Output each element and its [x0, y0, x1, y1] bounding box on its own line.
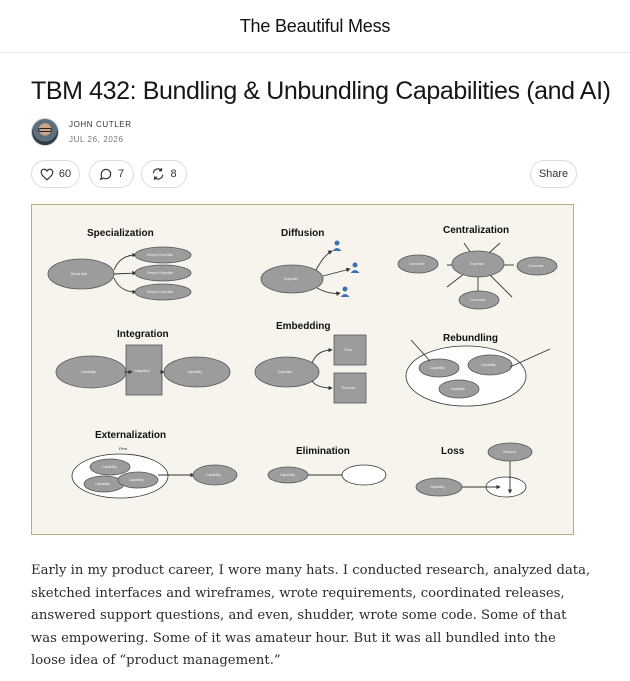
restack-icon: [153, 168, 164, 180]
embedding-title: Embedding: [276, 321, 330, 332]
diffusion-expertise-label: Expertise: [284, 277, 298, 281]
centralization-title: Centralization: [443, 225, 509, 236]
publication-name[interactable]: The Beautiful Mess: [239, 15, 391, 36]
external-capability-label: Capability: [206, 473, 221, 477]
restack-count: 8: [170, 168, 177, 180]
deeper-expertise-node-2: [134, 264, 192, 282]
comment-button[interactable]: 7: [89, 160, 134, 188]
central-expertise-node: [451, 250, 505, 278]
rebundling-capability-1: [418, 358, 460, 378]
embedding-tools-label: Tools: [344, 348, 352, 352]
externalization-title: Externalization: [95, 430, 166, 441]
post-actions: 60 7 8 Share: [31, 160, 577, 188]
deeper-expertise-node-3: [134, 283, 192, 301]
person-icon-3: [340, 286, 350, 297]
rebundling-title: Rebundling: [443, 333, 498, 344]
firm-label: Firm: [119, 446, 128, 451]
embedding-expertise-label: Expertise: [278, 370, 292, 374]
consumer-label-3: Consumer: [470, 298, 487, 302]
post-figure[interactable]: Specialization Broad skill Deeper Expert…: [31, 204, 574, 535]
consumer-label-2: Consumer: [528, 264, 545, 268]
rebundling-capability-label-3: Capability: [450, 387, 465, 391]
heart-icon: [40, 168, 54, 181]
comment-count: 7: [117, 168, 125, 180]
consumer-node-2: [516, 256, 558, 276]
panel-rebundling: Rebundling Capability Capability Capabil…: [405, 333, 551, 407]
panel-externalization: Externalization Firm Capability Capabili…: [71, 430, 238, 499]
integration-title: Integration: [117, 329, 169, 340]
external-capability-node: [192, 464, 238, 486]
deeper-expertise-label-2: Deeper Expertise: [147, 271, 173, 275]
deeper-expertise-label-3: Deeper Expertise: [147, 290, 173, 294]
person-icon-2: [350, 262, 360, 273]
deeper-expertise-node-1: [134, 246, 192, 264]
central-expertise-label: Expertise: [470, 262, 484, 266]
elimination-empty-node: [341, 464, 387, 486]
specialization-title: Specialization: [87, 228, 154, 239]
consumer-node-3: [458, 290, 500, 310]
post-title: TBM 432: Bundling & Unbundling Capabilit…: [31, 77, 611, 105]
publication-header: The Beautiful Mess: [0, 0, 630, 53]
capabilities-diagram: Specialization Broad skill Deeper Expert…: [47, 225, 558, 499]
embedding-routines-box: [333, 372, 367, 404]
rebundling-capability-3: [438, 379, 480, 399]
loss-capability-label: Capability: [430, 485, 445, 489]
integration-box-label: Integration: [134, 369, 150, 373]
panel-specialization: Specialization Broad skill Deeper Expert…: [47, 228, 192, 301]
embedding-tools-box: [333, 334, 367, 366]
author-avatar[interactable]: [31, 118, 59, 146]
loss-title: Loss: [441, 446, 465, 457]
externalization-capability-label-3: Capability: [129, 478, 144, 482]
embedding-expertise-node: [254, 356, 320, 388]
diffusion-title: Diffusion: [281, 228, 324, 239]
elimination-title: Elimination: [296, 446, 350, 457]
loss-demand-label: Demand: [503, 450, 516, 454]
elimination-capability-label: Capability: [280, 473, 295, 477]
person-icon-1: [332, 240, 342, 251]
restack-button[interactable]: 8: [141, 160, 187, 188]
deeper-expertise-label-1: Deeper Expertise: [147, 253, 173, 257]
integration-capability-left-label: Capability: [81, 370, 96, 374]
byline-text: JOHN CUTLER JUL 26, 2026: [69, 120, 132, 144]
panel-centralization: Centralization Expertise Consumer Consum…: [397, 225, 558, 310]
panel-elimination: Elimination Capability: [267, 446, 387, 486]
rebundling-capability-label-1: Capability: [430, 366, 445, 370]
panel-diffusion: Diffusion Expertise: [260, 228, 360, 297]
like-count: 60: [58, 168, 72, 180]
externalization-capability-3: [117, 471, 159, 489]
body-paragraph: Early in my product career, I wore many …: [31, 563, 591, 668]
rebundling-capability-label-2: Capability: [481, 363, 496, 367]
panel-loss: Loss Demand Capability: [415, 442, 533, 498]
share-button[interactable]: Share: [530, 160, 577, 188]
consumer-label-1: Consumer: [409, 262, 426, 266]
panel-embedding: Embedding Expertise Tools Routines: [254, 321, 367, 404]
post-date: JUL 26, 2026: [69, 135, 124, 144]
externalization-capability-label-1: Capability: [102, 465, 117, 469]
comment-icon: [99, 168, 112, 181]
diffusion-expertise-node: [260, 264, 324, 294]
author-name[interactable]: JOHN CUTLER: [69, 120, 132, 129]
broad-skill-label: Broad skill: [71, 272, 87, 276]
embedding-routines-label: Routines: [342, 386, 356, 390]
rebundling-capability-2: [467, 354, 513, 376]
byline: JOHN CUTLER JUL 26, 2026: [31, 117, 132, 147]
panel-integration: Integration Capability Integration Capab…: [55, 329, 231, 396]
externalization-capability-1: [89, 458, 131, 476]
integration-capability-right-label: Capability: [187, 370, 202, 374]
externalization-capability-label-2: Capability: [95, 482, 110, 486]
consumer-node-1: [397, 254, 439, 274]
like-button[interactable]: 60: [31, 160, 80, 188]
